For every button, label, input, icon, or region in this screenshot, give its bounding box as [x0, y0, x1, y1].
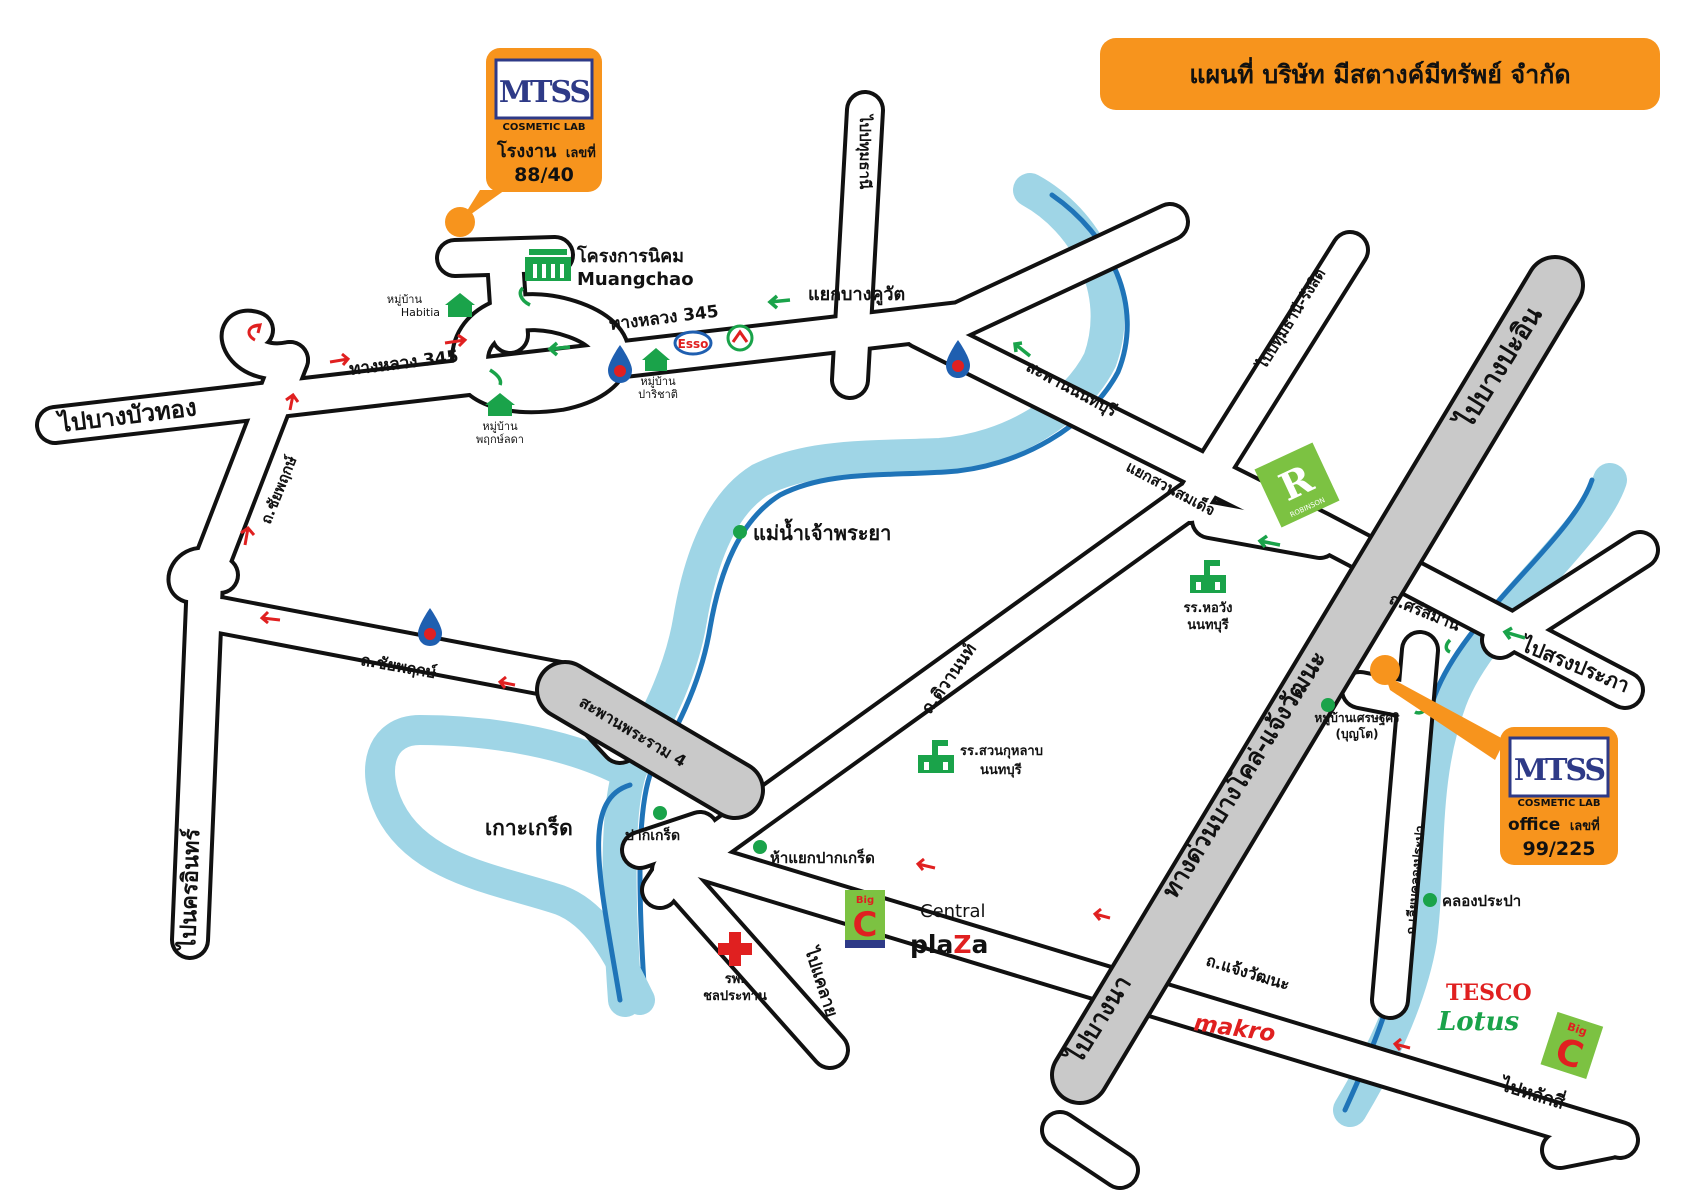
khlong-prapa-marker-icon — [1423, 893, 1437, 907]
red-arrows — [240, 322, 1411, 1051]
expressway — [1050, 255, 1585, 1105]
bigc-logo-2: Big C — [1540, 1011, 1604, 1080]
nikhom-muangchao: โครงการนิคม Muangchao — [525, 245, 694, 290]
village-pruksa: หมู่บ้าน พฤกษ์ลดา — [476, 393, 524, 446]
central-text: Central — [920, 901, 986, 922]
howang-line1: รร.หอวัง — [1184, 601, 1233, 616]
school-howang: รร.หอวัง นนทบุรี — [1184, 560, 1233, 633]
house-icon — [445, 293, 475, 317]
svg-text:office เลขที่: office เลขที่ — [1508, 815, 1600, 835]
ptt-gas-station-icon — [418, 608, 442, 646]
svg-text:โรงงาน เลขที่: โรงงาน เลขที่ — [496, 140, 596, 162]
plaza-text-z: Z — [953, 930, 971, 959]
svg-text:plaZa: plaZa — [910, 930, 988, 959]
office-logo-text: MTSS — [1514, 753, 1605, 788]
hospital-line2: ชลประทาน — [703, 989, 767, 1004]
esso-logo: Esso — [673, 330, 713, 356]
village-setthasiri: หมู่บ้านเศรษฐศิริ (บุญโต) — [1314, 698, 1400, 742]
bigc-logo: Big C — [845, 890, 885, 948]
hospital-line1: รพ. — [725, 972, 746, 987]
village-habitia: หมู่บ้าน Habitia — [387, 293, 475, 319]
pruksa-line1: หมู่บ้าน — [482, 420, 518, 433]
parichat-line1: หมู่บ้าน — [640, 375, 676, 388]
office-location-marker[interactable] — [1370, 655, 1400, 685]
pak-kret-label: ปากเกร็ด — [625, 806, 680, 844]
office-logo-sub: COSMETIC LAB — [1518, 798, 1601, 809]
factory-number: 88/40 — [514, 164, 574, 186]
pak-kret-junction-marker-icon — [753, 840, 767, 854]
factory-label: โรงงาน — [496, 140, 557, 162]
khlong-prapa-text: คลองประปา — [1442, 892, 1521, 910]
label-pak-kret-junction: ห้าแยกปากเกร็ด — [770, 848, 875, 867]
school-suankularb: รร.สวนกุหลาบ นนทบุรี — [918, 740, 1043, 778]
tesco-text: TESCO — [1446, 980, 1532, 1006]
village-parichat: หมู่บ้าน ปาริชาติ — [638, 348, 678, 401]
factory-no-label: เลขที่ — [566, 143, 596, 161]
ptt-gas-station-icon — [946, 340, 970, 378]
howang-line2: นนทบุรี — [1187, 617, 1229, 633]
school-icon — [918, 740, 954, 773]
label-pathum-thani: ไปปทุมธานี — [855, 113, 875, 190]
suankularb-line2: นนทบุรี — [980, 762, 1022, 778]
central-plaza-logo: Central plaZa — [910, 901, 988, 959]
pak-kret-text: ปากเกร็ด — [625, 826, 680, 844]
river-label: แม่น้ำเจ้าพระยา — [733, 518, 891, 545]
setthasiri-line1: หมู่บ้านเศรษฐศิริ — [1314, 711, 1400, 726]
rama4-bridge — [535, 660, 765, 820]
plaza-text-post: a — [971, 930, 988, 959]
label-chaeng-watthana: ถ.แจ้งวัฒนะ — [1204, 951, 1292, 994]
label-expressway: ทางด่วนบางโคล่-แจ้งวัฒนะ — [1155, 645, 1331, 903]
factory-location-marker[interactable] — [445, 207, 475, 237]
khlong-prapa-label: คลองประปา — [1423, 892, 1521, 910]
factory-logo-text: MTSS — [499, 75, 590, 110]
office-number: 99/225 — [1522, 838, 1595, 860]
school-icon — [1190, 560, 1226, 593]
river-ko-kret-channel — [365, 715, 655, 1015]
esso-text: Esso — [678, 337, 709, 351]
tesco-lotus-logo: TESCO Lotus — [1437, 980, 1532, 1037]
road-network — [35, 90, 1660, 1190]
village-marker-icon — [1321, 698, 1335, 712]
factory-logo-sub: COSMETIC LAB — [503, 122, 586, 133]
lotus-text: Lotus — [1437, 1007, 1520, 1037]
nikhom-line2: Muangchao — [577, 269, 694, 290]
factory-logo-box — [494, 58, 594, 120]
river-marker-icon — [733, 525, 747, 539]
parichat-line2: ปาริชาติ — [638, 388, 678, 401]
bigc2-small-text: Big — [1566, 1020, 1589, 1039]
setthasiri-line2: (บุญโต) — [1335, 726, 1378, 742]
factory-callout: MTSS COSMETIC LAB โรงงาน เลขที่ 88/40 — [445, 48, 602, 237]
label-bang-khu-wat: แยกบางคูวัต — [808, 284, 905, 306]
direction-arrows — [240, 286, 1526, 1051]
bigc-letter: C — [853, 905, 878, 945]
office-no-label: เลขที่ — [1570, 816, 1600, 834]
habitia-line1: หมู่บ้าน — [387, 293, 423, 306]
house-icon — [642, 348, 670, 371]
plaza-text-pre: pla — [910, 930, 953, 959]
river-name: แม่น้ำเจ้าพระยา — [753, 518, 891, 545]
pt-gas-station-icon — [726, 324, 754, 352]
pruksa-line2: พฤกษ์ลดา — [476, 433, 524, 446]
factory-building-icon — [525, 249, 571, 281]
red-cross-icon — [718, 932, 752, 966]
label-nakhon-in: ไปนครอินทร์ — [174, 828, 205, 952]
house-icon — [485, 393, 515, 416]
office-logo-box — [1508, 736, 1610, 798]
hospital: รพ. ชลประทาน — [703, 932, 767, 1004]
ptt-gas-station-icon — [608, 345, 632, 383]
office-label: office — [1508, 815, 1560, 835]
pak-kret-marker-icon — [653, 806, 667, 820]
suankularb-line1: รร.สวนกุหลาบ — [960, 744, 1043, 759]
ko-kret-label: เกาะเกร็ด — [485, 814, 573, 840]
habitia-line2: Habitia — [401, 306, 440, 319]
office-callout: MTSS COSMETIC LAB office เลขที่ 99/225 — [1370, 655, 1618, 865]
robinson-logo: R ROBINSON — [1254, 442, 1340, 528]
nikhom-line1: โครงการนิคม — [576, 245, 684, 267]
page-title: แผนที่ บริษัท มีสตางค์มีทรัพย์ จำกัด — [1189, 57, 1570, 89]
title-banner: แผนที่ บริษัท มีสตางค์มีทรัพย์ จำกัด — [1100, 38, 1660, 110]
bigc-small-text: Big — [856, 895, 874, 906]
